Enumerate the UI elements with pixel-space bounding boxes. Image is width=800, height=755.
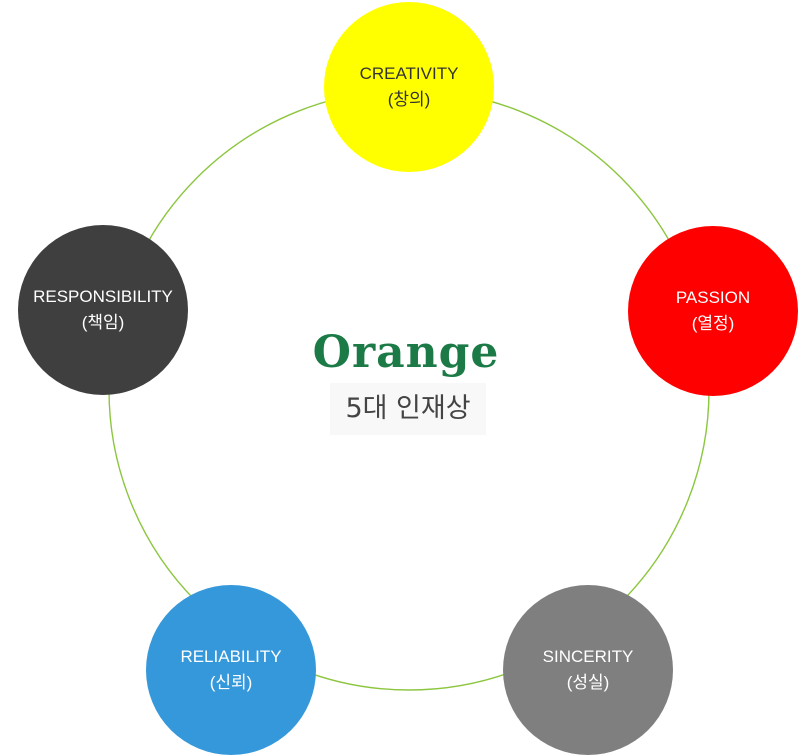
- value-node-responsibility: RESPONSIBILITY (책임): [18, 225, 188, 395]
- value-label-en: PASSION: [675, 288, 751, 307]
- value-label-ko: (열정): [691, 314, 735, 333]
- value-label-en: CREATIVITY: [359, 64, 459, 83]
- value-label-en: SINCERITY: [542, 647, 634, 666]
- value-label-en: RESPONSIBILITY: [33, 287, 173, 306]
- value-label-en: RELIABILITY: [180, 647, 282, 666]
- value-label-ko: (성실): [566, 673, 610, 692]
- value-label-ko: (신뢰): [209, 673, 253, 692]
- value-label-ko: (창의): [387, 90, 431, 109]
- brand-name: Orange: [312, 327, 500, 378]
- value-label-ko: (책임): [81, 313, 125, 332]
- value-node-reliability: RELIABILITY (신뢰): [146, 585, 316, 755]
- center-title: Orange 5대 인재상: [312, 325, 500, 440]
- value-node-creativity: CREATIVITY (창의): [324, 2, 494, 172]
- subtitle-box: 5대 인재상: [330, 383, 486, 435]
- center-subtitle: 5대 인재상: [345, 393, 471, 424]
- value-node-passion: PASSION (열정): [628, 226, 798, 396]
- value-node-sincerity: SINCERITY (성실): [503, 585, 673, 755]
